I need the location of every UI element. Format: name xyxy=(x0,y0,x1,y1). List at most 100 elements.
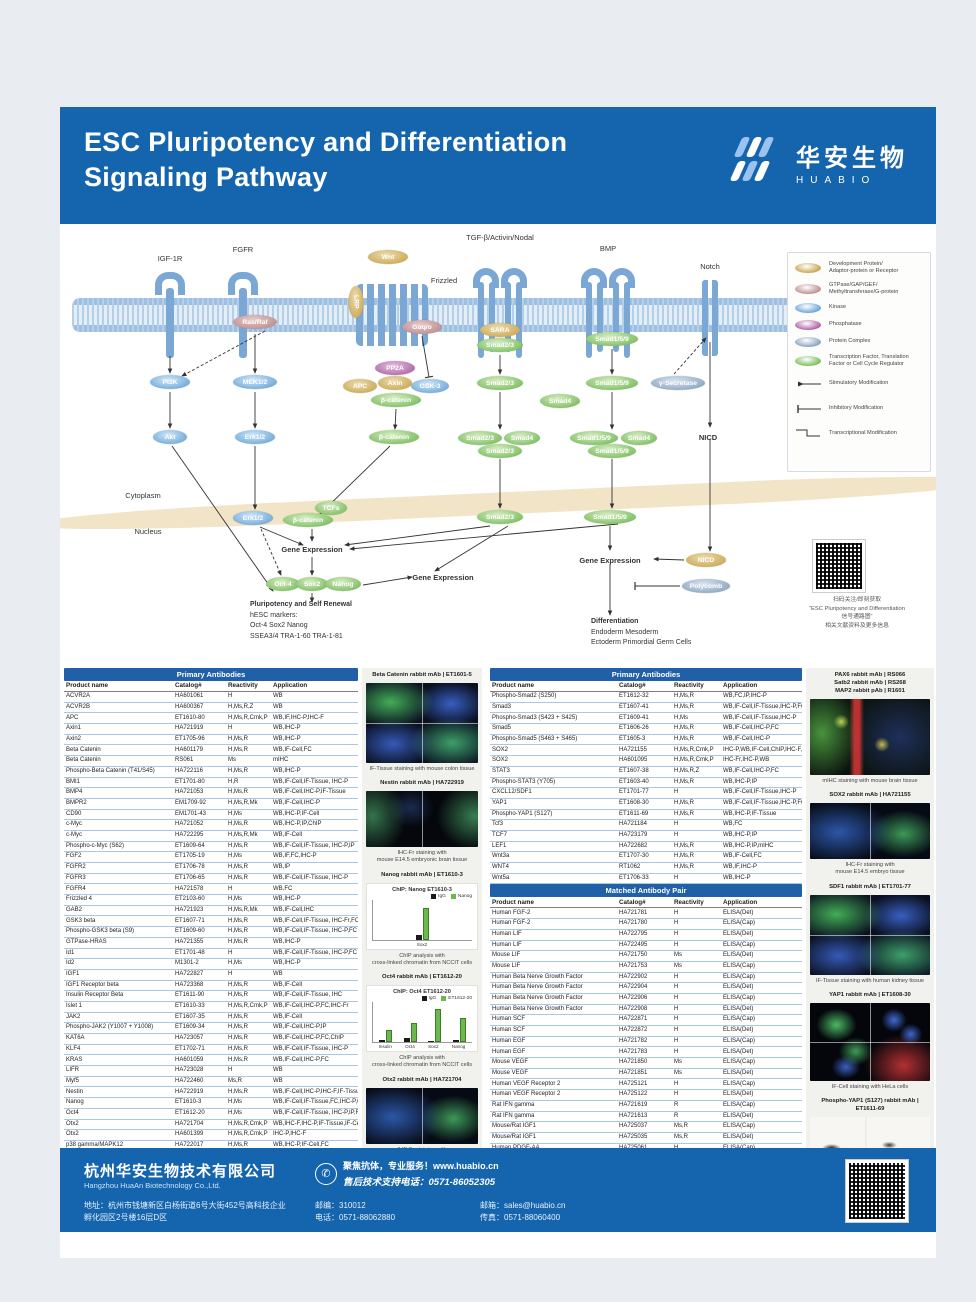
table-cell: H,Ms,R xyxy=(674,703,694,710)
table-cell: Nanog xyxy=(66,1099,84,1106)
cytoplasm-label: Cytoplasm xyxy=(125,491,161,500)
pathway-node: Axin xyxy=(378,376,412,390)
table-cell: ET1609-60 xyxy=(175,928,205,935)
pathway-node: Oct-4 xyxy=(266,577,300,591)
pathway-label: Frizzled xyxy=(430,276,458,285)
table-cell: HA721919 xyxy=(175,725,204,732)
table-cell: WB,IF-Cell,IF-Tissue, IHC-Fr,FC,IHC-P xyxy=(273,917,358,924)
table-cell: WB,IF,IHC-P,IHC-F xyxy=(273,714,324,721)
table-cell: H,Ms,R xyxy=(228,1045,248,1052)
block-title: Differentiation xyxy=(591,618,639,625)
table-cell: HA722682 xyxy=(619,842,648,849)
table-cell: c-Myc xyxy=(66,832,82,839)
table-cell: FGF2 xyxy=(66,853,82,860)
table-cell: WB,IF-Cell,IHC xyxy=(273,906,314,913)
table-cell: ELISA(Cap) xyxy=(723,1123,756,1130)
table-cell: Mouse/Rat IGF1 xyxy=(492,1134,537,1140)
table-cell: WB,FC,IP,IHC-P xyxy=(723,693,767,700)
bar-group xyxy=(453,1018,467,1043)
table-cell: HA721750 xyxy=(619,952,648,959)
table-cell: Ms xyxy=(674,963,682,969)
table-cell: ET1705-96 xyxy=(175,735,205,742)
table-cell: H,Ms,R xyxy=(228,1013,248,1020)
table-cell: WB xyxy=(273,971,283,978)
table-cell: H xyxy=(672,1144,721,1154)
table-cell: ELISA(Cap) xyxy=(721,1144,802,1154)
table-cell: BMP4 xyxy=(66,789,83,796)
staining-image xyxy=(810,803,930,860)
table-cell: HA721619 xyxy=(619,1101,648,1108)
table-cell: ET1605-3 xyxy=(619,735,646,742)
footer-slogan[interactable]: 聚焦抗体，专业服务！www.huabio.cn xyxy=(343,1161,499,1171)
nucleus-label: Nucleus xyxy=(134,527,162,536)
card-caption: ChIP analysis with cross-linked chromati… xyxy=(372,1055,472,1069)
card-caption: IF-Cell staining with HeLa cells xyxy=(831,1083,909,1090)
table-cell: H,Ms xyxy=(228,853,242,860)
matched-pair-title-band: Matched Antibody Pair xyxy=(490,884,802,898)
table-cell: H,Ms,R,Z xyxy=(674,767,700,774)
table-cell: Smad5 xyxy=(492,725,512,732)
table-cell: WB,IF-Cell,IHC-P xyxy=(723,735,770,742)
table-cell: ET1607-35 xyxy=(175,1013,205,1020)
table-cell: H xyxy=(674,973,679,980)
pathway-diagram: Cytoplasm Nucleus Development Protein/ A… xyxy=(60,224,936,668)
table-cell: Frizzled 4 xyxy=(66,896,93,903)
card-title: Nestin rabbit mAb | HA722919 xyxy=(380,780,464,787)
table-cell: HA721851 xyxy=(619,1069,648,1076)
gpcr-receptor-icon xyxy=(356,284,428,346)
table-cell: WB,FC xyxy=(723,821,743,828)
legend-entry: IgG xyxy=(421,996,436,1002)
table-cell: WB,IF-Cell,IF-Tissue, IHC-P xyxy=(273,1045,349,1052)
column-header: Application xyxy=(723,898,758,906)
table-cell: H xyxy=(674,1005,679,1012)
table-cell: WB,IF-Cell,IF-Tissue, IHC-P,IP,FC,ChIP xyxy=(273,1109,358,1116)
table-cell: ET2103-60 xyxy=(175,896,205,903)
column-header: Reactivity xyxy=(674,682,704,690)
table-cell: WB,IF-Cell,IHC-P,FC,IHC-Fr xyxy=(273,1003,349,1010)
pathway-node: Ras/Raf xyxy=(233,315,277,329)
table-cell: WB,IF-Cell,IHC-P xyxy=(273,800,320,807)
table-cell: Human LIF xyxy=(492,930,522,937)
table-cell: HA725035 xyxy=(619,1134,648,1140)
block-line: SSEA3/4 TRA-1-60 TRA-1-81 xyxy=(250,632,343,640)
table-cell: Phospho-Smad5 (S463 + S465) xyxy=(492,735,578,742)
table-cell: ELISA(Cap) xyxy=(723,973,756,980)
table-cell: p38 gamma/MAPK12 xyxy=(66,1142,124,1149)
bar xyxy=(453,1040,460,1043)
table-cell: H xyxy=(674,920,679,927)
footer-email-fax[interactable]: 邮箱：sales@huabio.cn 传真：0571-88060400 xyxy=(480,1201,566,1222)
pathway-label: Gene Expression xyxy=(412,573,474,582)
pathway-node: GSK-3 xyxy=(411,379,449,393)
table-cell: ACVR2A xyxy=(66,693,91,700)
table-cell: Myf5 xyxy=(66,1077,80,1084)
table-cell: Axin1 xyxy=(66,725,82,732)
table-cell: WB,IF-Cell,IF-Tissue, IHC-P xyxy=(273,778,349,785)
table-cell: WB,IHC-P xyxy=(723,874,751,881)
table-cell: WB,IF-Cell xyxy=(273,1013,302,1020)
table-cell: WB,IF-Cell,IHC-P,FC xyxy=(723,767,779,774)
table-cell: ET1705-19 xyxy=(175,853,205,860)
table-cell: ET1603-40 xyxy=(619,778,649,785)
legend-swatch xyxy=(795,336,821,347)
